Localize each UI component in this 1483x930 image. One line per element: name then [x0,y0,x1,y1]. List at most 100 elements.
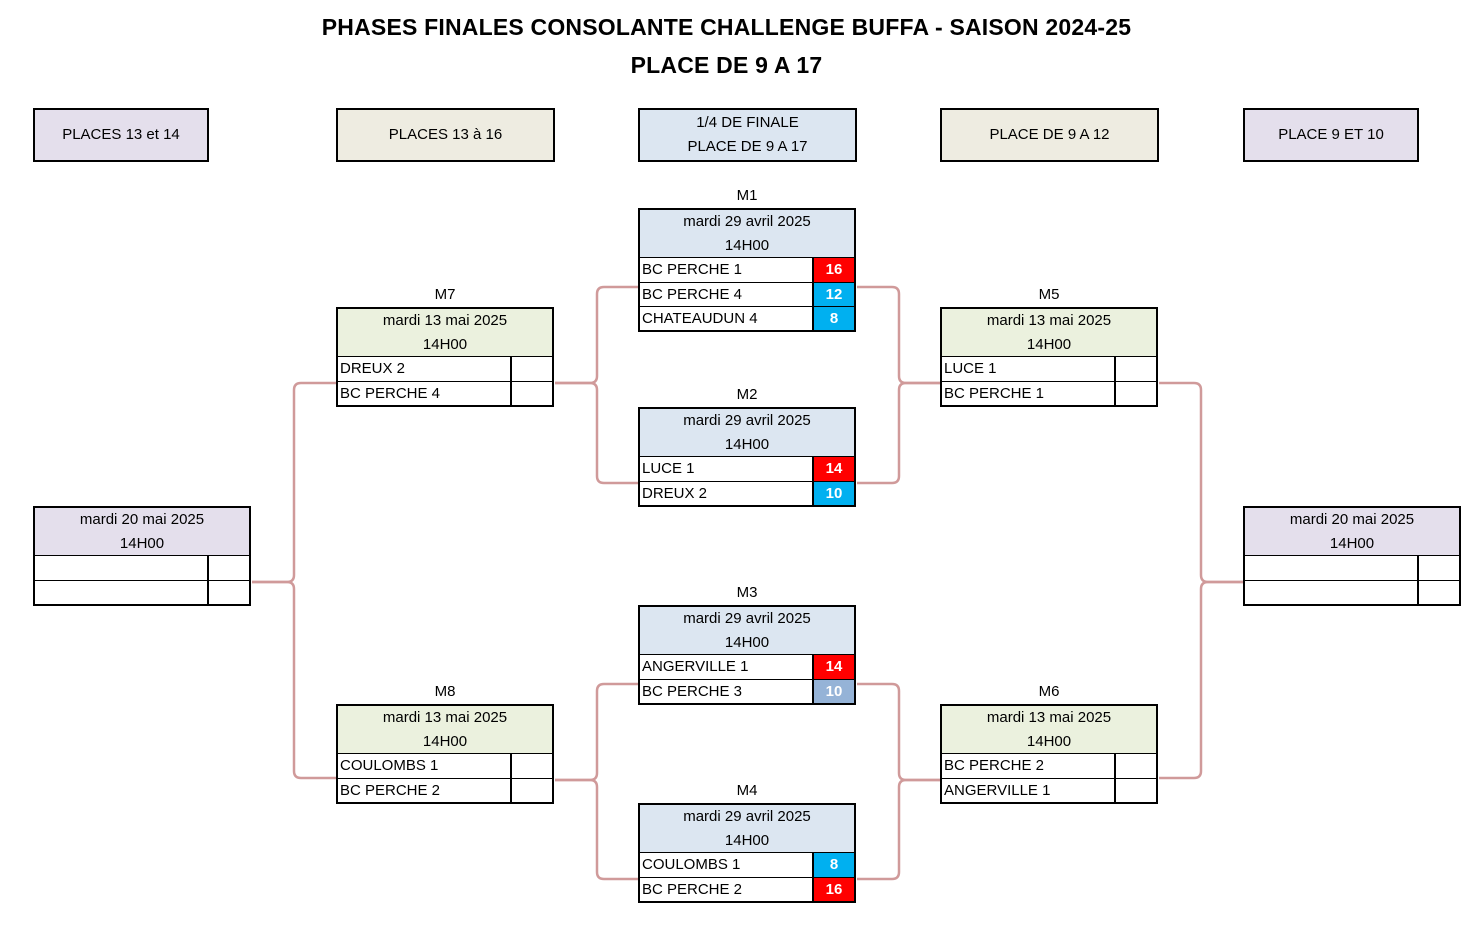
header-place-9-10: PLACE 9 ET 10 [1243,108,1419,162]
match-final-left-row-1 [35,556,249,580]
match-final-right-header: mardi 20 mai 2025 14H00 [1245,508,1459,556]
match-m4-row-2: BC PERCHE 2 16 [640,877,854,901]
match-label-m1: M1 [736,187,758,204]
connector-m3-m8 [555,682,638,782]
match-m8-row-2: BC PERCHE 2 [338,778,552,802]
match-m5: mardi 13 mai 2025 14H00 LUCE 1 BC PERCHE… [940,307,1158,407]
match-final-right-row-1 [1245,556,1459,580]
team-score: 16 [812,258,854,282]
team-score [1114,382,1156,405]
header-place-9-12: PLACE DE 9 A 12 [940,108,1159,162]
connector-lines [252,285,1243,881]
connector-m4-m8 [555,778,638,881]
team-name: COULOMBS 1 [340,757,439,774]
header-place-9-12-label: PLACE DE 9 A 12 [989,126,1110,143]
match-final-left-time: 14H00 [119,534,165,552]
connector-m4-m6 [857,778,940,881]
team-score: 14 [812,457,854,481]
match-m1-row-1: BC PERCHE 1 16 [640,258,854,282]
match-m8-time: 14H00 [422,732,468,750]
match-final-right-row-2 [1245,580,1459,604]
connector-m1-m7 [555,285,638,385]
match-label-m5: M5 [1038,286,1060,303]
team-score [1417,556,1459,580]
team-score: 16 [812,878,854,901]
header-quarter-line2: PLACE DE 9 A 17 [687,138,808,155]
match-final-left: mardi 20 mai 2025 14H00 [33,506,251,606]
match-m5-time: 14H00 [1026,335,1072,353]
match-m7-row-1: DREUX 2 [338,357,552,381]
team-name: BC PERCHE 4 [340,385,441,402]
match-m7-date: mardi 13 mai 2025 [382,311,508,329]
match-m1-row-3: CHATEAUDUN 4 8 [640,306,854,330]
connector-m2-m5 [857,381,940,485]
connector-m7-final-left [252,381,336,584]
match-m1-date: mardi 29 avril 2025 [683,212,811,230]
match-m1-row-2: BC PERCHE 4 12 [640,282,854,306]
match-label-m7: M7 [434,286,456,303]
connector-m6-final-right [1159,580,1243,780]
match-m8-row-1: COULOMBS 1 [338,754,552,778]
match-m5-row-1: LUCE 1 [942,357,1156,381]
team-name: ANGERVILLE 1 [642,658,749,675]
match-m6-date: mardi 13 mai 2025 [986,708,1112,726]
match-label-m6: M6 [1038,683,1060,700]
team-name: DREUX 2 [642,485,708,502]
match-m3-row-1: ANGERVILLE 1 14 [640,655,854,679]
header-places-13-16-label: PLACES 13 à 16 [388,126,503,143]
match-m5-header: mardi 13 mai 2025 14H00 [942,309,1156,357]
team-name: BC PERCHE 2 [944,757,1045,774]
team-name: BC PERCHE 1 [642,261,743,278]
match-label-m3: M3 [736,584,758,601]
match-m4-time: 14H00 [724,831,770,849]
match-m4-row-1: COULOMBS 1 8 [640,853,854,877]
team-name [35,556,207,580]
team-score [207,556,249,580]
team-name: COULOMBS 1 [642,856,741,873]
team-name [35,581,207,604]
match-m2-row-1: LUCE 1 14 [640,457,854,481]
match-label-m4: M4 [736,782,758,799]
team-name: BC PERCHE 2 [340,782,441,799]
match-m6-time: 14H00 [1026,732,1072,750]
team-name: BC PERCHE 3 [642,683,743,700]
team-name [1245,581,1417,604]
team-score: 10 [812,482,854,505]
match-m8-date: mardi 13 mai 2025 [382,708,508,726]
team-name: BC PERCHE 1 [944,385,1045,402]
connector-m1-m5 [857,285,940,385]
team-score [510,382,552,405]
header-places-13-14: PLACES 13 et 14 [33,108,209,162]
header-places-13-14-label: PLACES 13 et 14 [62,126,180,143]
match-m1-header: mardi 29 avril 2025 14H00 [640,210,854,258]
match-m6-row-1: BC PERCHE 2 [942,754,1156,778]
header-place-9-10-label: PLACE 9 ET 10 [1278,126,1384,143]
team-score: 14 [812,655,854,679]
match-final-left-date: mardi 20 mai 2025 [79,510,205,528]
match-m3-row-2: BC PERCHE 3 10 [640,679,854,703]
team-score: 10 [812,680,854,703]
team-score [1114,357,1156,381]
match-label-m2: M2 [736,386,758,403]
match-final-right: mardi 20 mai 2025 14H00 [1243,506,1461,606]
match-final-left-row-2 [35,580,249,604]
header-quarter-final: 1/4 DE FINALE PLACE DE 9 A 17 [638,108,857,162]
match-m6-row-2: ANGERVILLE 1 [942,778,1156,802]
match-m8-header: mardi 13 mai 2025 14H00 [338,706,552,754]
page-title: PHASES FINALES CONSOLANTE CHALLENGE BUFF… [321,14,1132,40]
header-quarter-line1: 1/4 DE FINALE [696,114,799,131]
match-m2-row-2: DREUX 2 10 [640,481,854,505]
team-score [1114,754,1156,778]
connector-m2-m7 [555,381,638,485]
match-m3-header: mardi 29 avril 2025 14H00 [640,607,854,655]
match-m2-date: mardi 29 avril 2025 [683,411,811,429]
team-score: 12 [812,283,854,306]
team-name: BC PERCHE 4 [642,286,743,303]
team-name: LUCE 1 [944,360,997,377]
match-m2: mardi 29 avril 2025 14H00 LUCE 1 14 DREU… [638,407,856,507]
team-name [1245,556,1417,580]
connector-m3-m6 [857,682,940,782]
match-m1-time: 14H00 [724,236,770,254]
match-m6: mardi 13 mai 2025 14H00 BC PERCHE 2 ANGE… [940,704,1158,804]
